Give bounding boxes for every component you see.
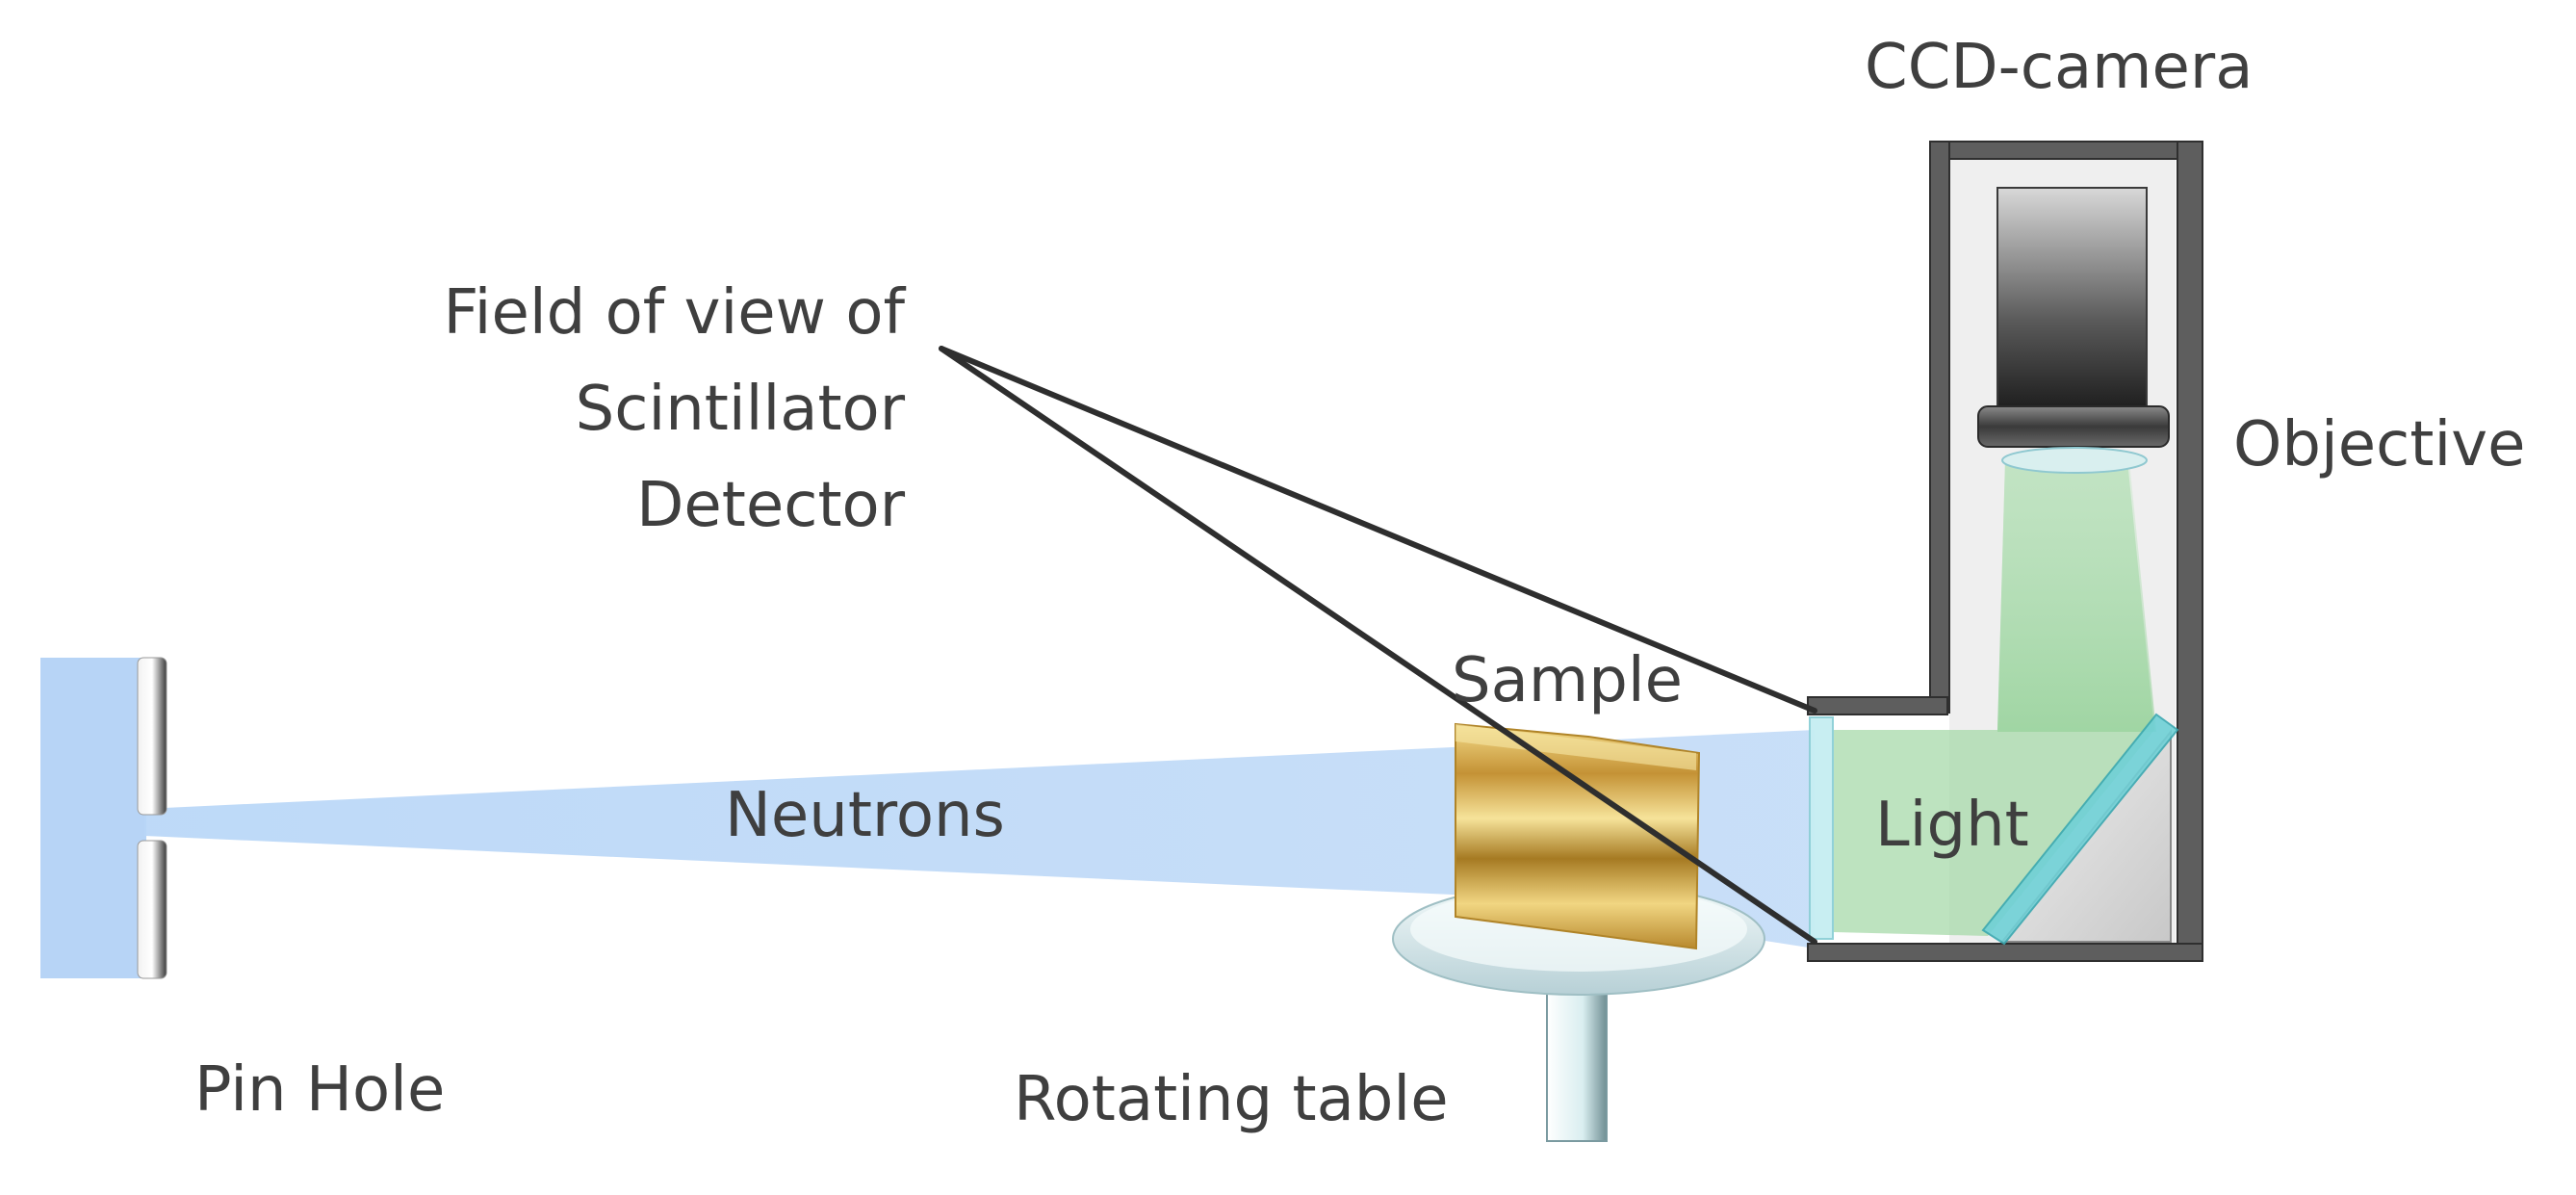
ccd-camera-label: CCD-camera xyxy=(1865,32,2254,103)
mirror xyxy=(1981,713,2179,946)
field-of-view-line-1: Field of view of xyxy=(443,277,906,349)
light-label: Light xyxy=(1875,790,2029,861)
neutrons-label: Neutrons xyxy=(725,780,1005,851)
objective-glass xyxy=(2001,447,2148,474)
pin-hole-label: Pin Hole xyxy=(194,1054,446,1126)
objective-lens xyxy=(1977,405,2170,448)
rotating-table-label: Rotating table xyxy=(1014,1064,1449,1135)
objective-label: Objective xyxy=(2233,409,2526,481)
field-of-view-lines xyxy=(939,346,1817,945)
sample-label: Sample xyxy=(1452,645,1683,716)
pin-hole-apertures xyxy=(137,657,167,979)
sample-block xyxy=(1455,722,1701,950)
neutron-beam xyxy=(144,730,1815,948)
neutron-source-block xyxy=(40,658,146,978)
field-of-view-label: Field of view of Scintillator Detector xyxy=(444,265,906,554)
field-of-view-line-3: Detector xyxy=(636,470,905,541)
scintillator-screen xyxy=(1809,716,1834,940)
field-of-view-line-2: Scintillator xyxy=(575,374,905,445)
ccd-camera-body xyxy=(1996,187,2148,410)
